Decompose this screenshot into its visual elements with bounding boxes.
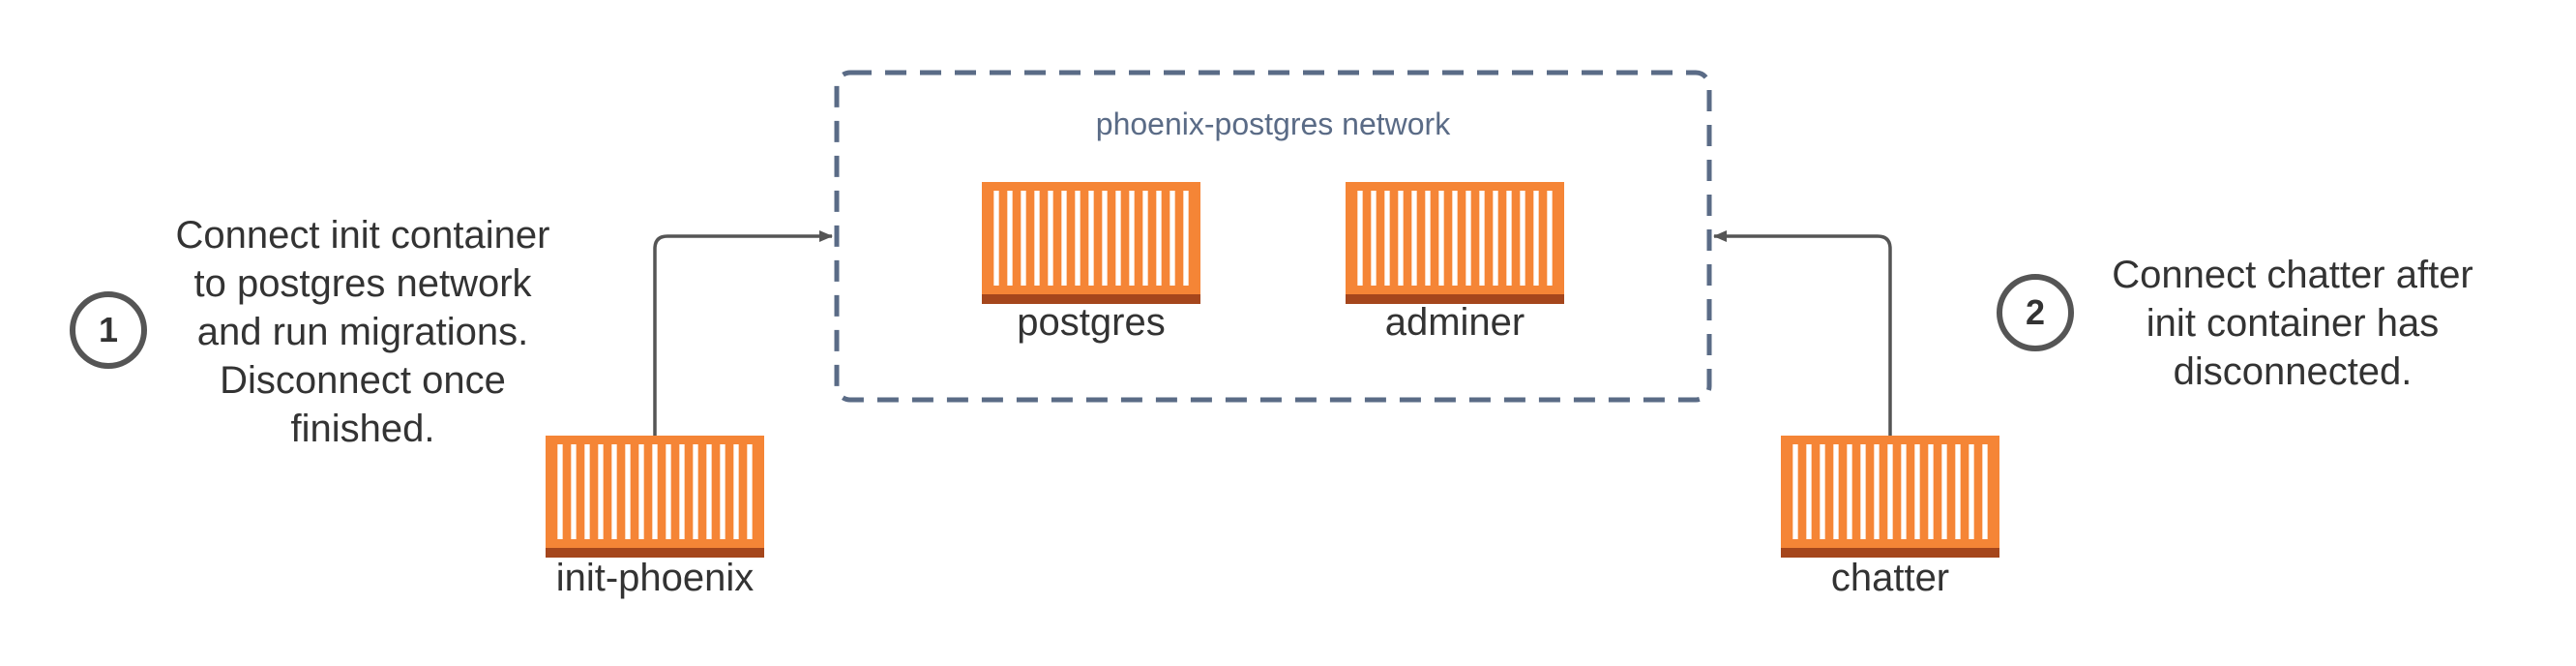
container-stripe	[625, 444, 631, 539]
container-stripe	[557, 444, 563, 539]
container-stripe	[598, 444, 604, 539]
container-stripe	[1075, 191, 1081, 286]
container-stripe	[1901, 444, 1907, 539]
container-stripe	[666, 444, 671, 539]
container-stripe	[1357, 191, 1363, 286]
container-stripe	[1887, 444, 1893, 539]
container-stripe	[1520, 191, 1525, 286]
step-1-text-line: to postgres network	[193, 262, 532, 305]
container-stripe	[1398, 191, 1404, 286]
arrow-chatter-to-network	[1713, 230, 1892, 436]
container-stripe	[1021, 191, 1026, 286]
container-stripe	[1969, 444, 1974, 539]
container-stripe	[584, 444, 590, 539]
container-base	[1346, 294, 1564, 304]
container-stripe	[1102, 191, 1108, 286]
container-stripe	[1129, 191, 1135, 286]
container-stripe	[1384, 191, 1390, 286]
container-stripe	[1847, 444, 1852, 539]
container-label-postgres: postgres	[1017, 301, 1165, 344]
step-1-text-line: finished.	[291, 408, 435, 450]
container-stripe	[1142, 191, 1148, 286]
container-base	[546, 548, 764, 558]
container-stripe	[993, 191, 999, 286]
container-stripe	[733, 444, 739, 539]
container-stripe	[1820, 444, 1825, 539]
container-stripe	[1493, 191, 1498, 286]
container-chatter: chatter	[1781, 436, 1999, 599]
container-stripe	[1466, 191, 1471, 286]
container-icon	[1346, 182, 1564, 304]
container-stripe	[1061, 191, 1067, 286]
container-postgres: postgres	[982, 182, 1200, 344]
container-stripe	[1955, 444, 1961, 539]
step-2-text-line: disconnected.	[2174, 350, 2413, 393]
step-2: 2 Connect chatter after init container h…	[1997, 254, 2473, 393]
container-stripe	[638, 444, 644, 539]
container-stripe	[1115, 191, 1121, 286]
container-stripe	[1914, 444, 1920, 539]
container-adminer: adminer	[1346, 182, 1564, 344]
container-stripe	[720, 444, 725, 539]
container-label-chatter: chatter	[1831, 557, 1949, 599]
container-stripe	[1156, 191, 1162, 286]
container-base	[1781, 548, 1999, 558]
container-stripe	[571, 444, 577, 539]
container-label-adminer: adminer	[1385, 301, 1525, 344]
container-stripe	[1452, 191, 1458, 286]
step-2-number: 2	[2026, 292, 2045, 332]
container-stripe	[1034, 191, 1040, 286]
network-group: phoenix-postgres network	[834, 70, 1712, 403]
container-stripe	[1479, 191, 1485, 286]
container-stripe	[1533, 191, 1539, 286]
container-stripe	[706, 444, 712, 539]
container-stripe	[1792, 444, 1798, 539]
container-stripe	[693, 444, 698, 539]
container-base	[982, 294, 1200, 304]
network-label: phoenix-postgres network	[1096, 106, 1451, 141]
container-stripe	[1506, 191, 1512, 286]
step-1: 1 Connect init container to postgres net…	[70, 214, 550, 450]
container-stripe	[1411, 191, 1417, 286]
container-stripe	[611, 444, 617, 539]
container-icon	[982, 182, 1200, 304]
container-stripe	[1007, 191, 1013, 286]
container-stripe	[679, 444, 685, 539]
container-stripe	[1874, 444, 1880, 539]
container-stripe	[1806, 444, 1812, 539]
container-stripe	[1438, 191, 1444, 286]
step-2-text-line: Connect chatter after	[2112, 254, 2473, 296]
container-stripe	[1833, 444, 1839, 539]
container-stripe	[1183, 191, 1189, 286]
container-icon	[546, 436, 764, 558]
arrow-init-to-network	[653, 230, 833, 436]
container-stripe	[652, 444, 658, 539]
container-icon	[1781, 436, 1999, 558]
step-1-text-line: Connect init container	[176, 214, 550, 257]
step-1-circle	[70, 291, 147, 369]
container-label-init-phoenix: init-phoenix	[556, 557, 755, 599]
container-stripe	[1982, 444, 1988, 539]
container-init-phoenix: init-phoenix	[546, 436, 764, 599]
container-stripe	[1547, 191, 1553, 286]
container-stripe	[1941, 444, 1947, 539]
step-1-text-line: Disconnect once	[220, 359, 506, 402]
container-stripe	[1371, 191, 1377, 286]
container-stripe	[1860, 444, 1866, 539]
container-stripe	[1088, 191, 1094, 286]
step-2-circle	[1997, 274, 2074, 351]
step-1-text-line: and run migrations.	[197, 311, 528, 353]
container-stripe	[1170, 191, 1175, 286]
network-boundary	[834, 70, 1712, 403]
container-stripe	[747, 444, 753, 539]
step-2-text-line: init container has	[2147, 302, 2439, 345]
container-stripe	[1425, 191, 1431, 286]
container-stripe	[1928, 444, 1934, 539]
container-stripe	[1048, 191, 1053, 286]
step-1-number: 1	[99, 310, 118, 349]
